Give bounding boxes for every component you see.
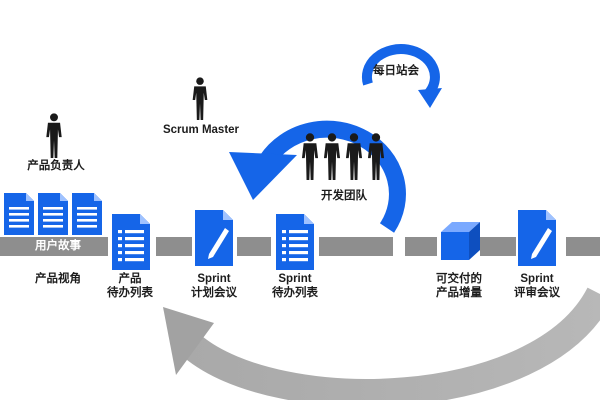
process-band [0,237,600,256]
dev-team-label: 开发团队 [321,190,367,202]
sprint-review-label-line2: 评审会议 [514,287,560,299]
sprint-backlog-list-icon [276,214,314,270]
sprint-backlog-label-line2: 待办列表 [272,287,318,299]
review-doc-pen-icon [518,210,556,266]
return-arrow [183,287,600,405]
product-backlog-label: 产品 待办列表 [92,272,168,300]
product-backlog-label-line1: 产品 [118,273,142,285]
increment-cube-icon [441,222,480,260]
sprint-planning-label-line2: 计划会议 [191,287,237,299]
product-increment-label-line2: 产品增量 [436,287,482,299]
product-owner-person-icon [46,113,62,158]
sprint-review-label: Sprint 评审会议 [499,272,575,300]
sprint-review-label-line1: Sprint [520,273,554,285]
sprint-cycle-arrow [259,120,406,233]
product-increment-label: 可交付的 产品增量 [421,272,497,300]
sprint-planning-label: Sprint 计划会议 [176,272,252,300]
daily-standup-label: 每日站会 [373,65,419,77]
return-arrow-head [163,307,214,375]
daily-standup-arrow [361,44,440,98]
product-vision-label: 产品视角 [35,273,81,285]
sprint-backlog-label: Sprint 待办列表 [257,272,333,300]
daily-standup-arrow-head [418,88,442,108]
sprint-planning-label-line1: Sprint [197,273,231,285]
backlog-list-icon [112,214,150,270]
user-stories-label: 用户故事 [35,240,81,252]
product-owner-label: 产品负责人 [27,160,85,172]
sprint-cycle-arrow-head [229,152,297,200]
scrum-master-person-icon [192,77,208,120]
sprint-backlog-label-line1: Sprint [278,273,312,285]
product-increment-label-line1: 可交付的 [436,273,482,285]
product-backlog-label-line2: 待办列表 [107,287,153,299]
scrum-master-label: Scrum Master [162,124,240,136]
planning-doc-pen-icon [195,210,233,266]
dev-team-person-icon [323,133,341,180]
document-stack-icon [4,193,102,235]
